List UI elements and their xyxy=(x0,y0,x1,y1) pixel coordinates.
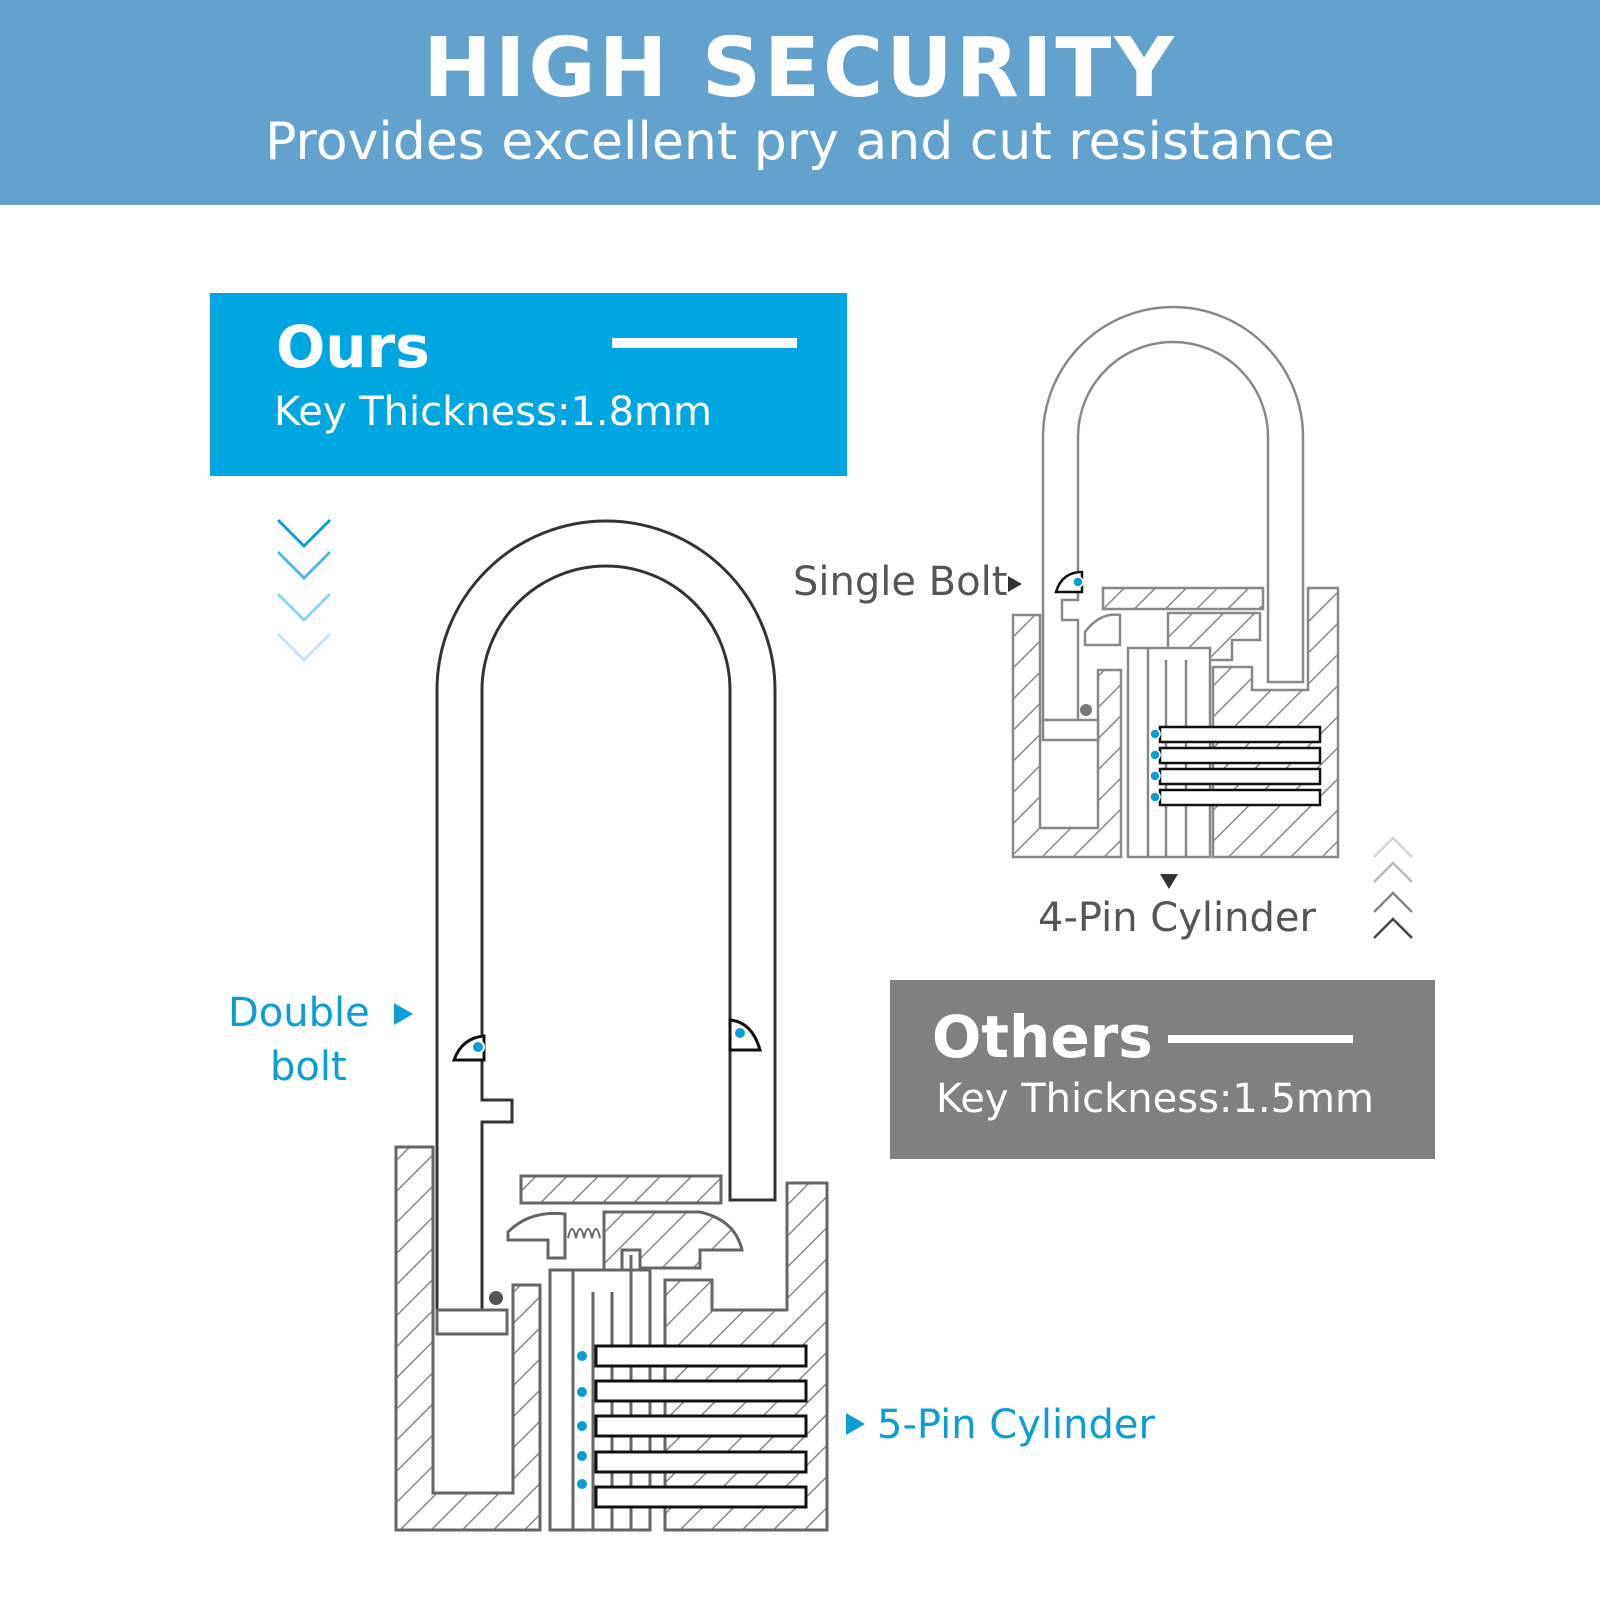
page-title: HIGH SECURITY xyxy=(423,21,1177,116)
double-bolt-label-line2: bolt xyxy=(270,1044,347,1090)
arrow-down-icon xyxy=(1160,874,1178,889)
others-lock-illustration xyxy=(1011,305,1340,859)
five-pin-label: 5-Pin Cylinder xyxy=(877,1402,1155,1448)
chevron-down-icon xyxy=(276,518,332,663)
four-pin-label: 4-Pin Cylinder xyxy=(1038,895,1316,941)
ours-card: Ours Key Thickness:1.8mm xyxy=(210,293,847,476)
ours-divider xyxy=(612,338,797,348)
arrow-right-icon xyxy=(846,1413,865,1435)
ours-key-thickness: Key Thickness:1.8mm xyxy=(274,389,712,435)
others-card: Others Key Thickness:1.5mm xyxy=(890,980,1435,1159)
ours-title: Ours xyxy=(276,313,430,381)
ours-lock-illustration xyxy=(394,519,829,1532)
double-bolt-label: Double xyxy=(228,988,370,1038)
chevron-up-icon xyxy=(1373,836,1413,939)
double-bolt-label-2: bolt xyxy=(270,1042,347,1092)
single-bolt-label: Single Bolt xyxy=(793,559,1008,605)
header-banner: HIGH SECURITY Provides excellent pry and… xyxy=(0,0,1600,205)
others-title: Others xyxy=(932,1003,1153,1071)
others-key-thickness: Key Thickness:1.5mm xyxy=(936,1076,1374,1122)
arrow-right-icon xyxy=(394,1003,413,1025)
page-subtitle: Provides excellent pry and cut resistanc… xyxy=(265,112,1335,172)
double-bolt-label-line1: Double xyxy=(228,990,370,1036)
others-divider xyxy=(1168,1035,1353,1043)
arrow-right-icon xyxy=(1008,576,1022,592)
